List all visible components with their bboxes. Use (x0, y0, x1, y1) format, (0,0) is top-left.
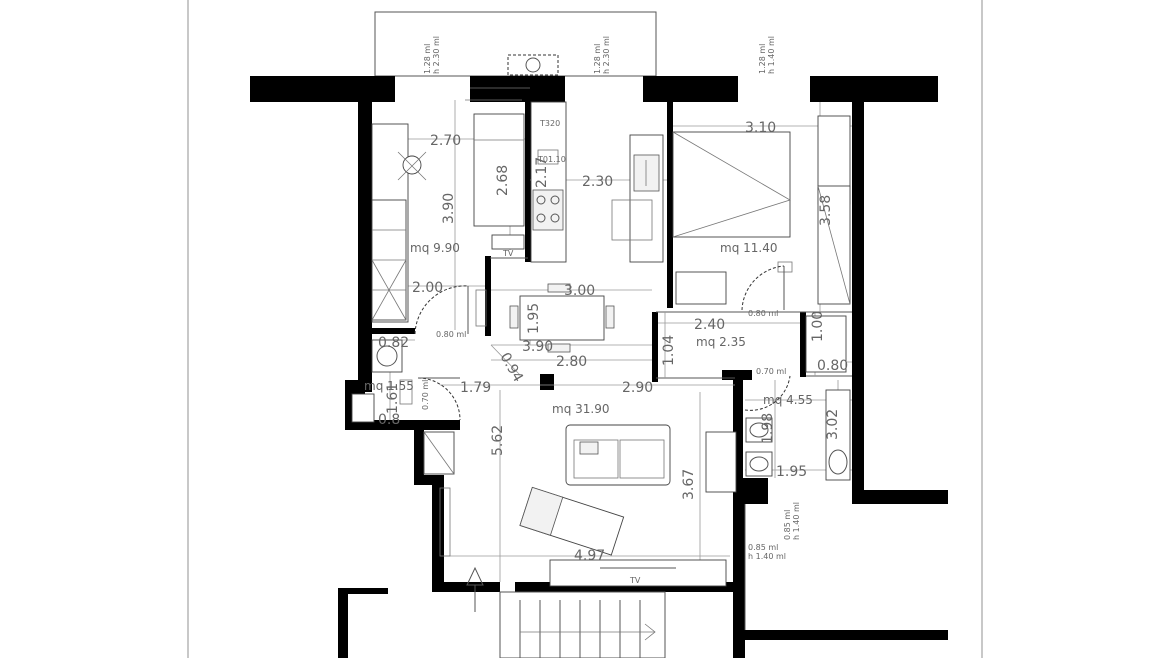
bedroom-area: mq 11.40 (720, 241, 777, 255)
living-height-right: 3.67 (681, 469, 697, 500)
closet-area: mq 2.35 (696, 335, 746, 349)
tv-label-1: TV (502, 249, 514, 258)
bath-height-2: 3.02 (825, 409, 841, 440)
window-2-height: h 2.30 ml (602, 36, 611, 74)
table-width: 3.00 (564, 283, 595, 299)
closet-door-opening: 0.70 ml (756, 367, 786, 376)
kitchen-width: 2.30 (582, 174, 613, 190)
window-1-height: h 2.30 ml (432, 36, 441, 74)
study-width: 2.70 (430, 133, 461, 149)
bath-area: mq 4.55 (763, 393, 813, 407)
small-bath-width: 0.82 (378, 335, 409, 351)
living-width-left: 1.79 (460, 380, 491, 396)
window-3-width: 1.28 ml (758, 44, 767, 74)
small-bath-dim: 0.8 (378, 412, 400, 428)
living-dim-390: 3.90 (522, 339, 553, 355)
window-4-height: h 1.40 ml (792, 502, 801, 540)
tv-label-2: TV (629, 576, 641, 585)
bedroom-door-opening: 0.80 ml (748, 309, 778, 318)
doors (414, 265, 791, 475)
window-5-width: 0.85 ml (748, 543, 778, 552)
living-area: mq 31.90 (552, 402, 609, 416)
bath-fixtures (351, 315, 851, 493)
lamp-icon (525, 57, 541, 73)
bed (672, 131, 791, 238)
closet-width-2: 0.80 (817, 358, 848, 374)
kitchen-height: 2.17 (534, 157, 550, 188)
living-furniture (439, 424, 727, 587)
window-2-width: 1.28 ml (593, 44, 602, 74)
kitchen-label-b: T01.10 (537, 155, 566, 164)
bedroom-furniture (672, 115, 851, 305)
bath-width: 1.95 (776, 464, 807, 480)
kitchen-label-a: T320 (539, 119, 560, 128)
study-height: 3.90 (441, 193, 457, 224)
living-width: 2.90 (622, 380, 653, 396)
small-bath-height: 1.61 (385, 383, 401, 414)
sink-icon (633, 154, 660, 192)
living-dim-280: 2.80 (556, 354, 587, 370)
labels: 2.70 3.90 2.68 mq 9.90 2.00 0.80 ml 2.30… (364, 36, 848, 585)
tv-cabinet (549, 559, 727, 587)
kitchen-furniture (470, 54, 664, 263)
small-bath-door-opening: 0.70 ml (421, 380, 430, 410)
table-height: 1.95 (526, 303, 542, 334)
bath-height: 1.98 (760, 413, 776, 444)
study-furniture (371, 113, 525, 323)
study-door-opening: 0.80 ml (436, 330, 466, 339)
walls (250, 76, 948, 658)
living-bottom-width: 4.97 (574, 548, 605, 564)
dining-table (475, 283, 615, 353)
staircase (499, 591, 666, 658)
balcony (374, 11, 657, 77)
stove-icon (532, 189, 564, 231)
office-chair-icon (402, 155, 422, 175)
window-4-width: 0.85 ml (783, 510, 792, 540)
window-5-height: h 1.40 ml (748, 552, 786, 561)
living-dim-094: 0.94 (497, 350, 526, 385)
study-inner-height: 2.68 (495, 165, 511, 196)
partitions (465, 99, 852, 630)
window-1-width: 1.28 ml (423, 44, 432, 74)
study-area: mq 9.90 (410, 241, 460, 255)
living-dim-104: 1.04 (661, 335, 677, 366)
window-3-height: h 1.40 ml (767, 36, 776, 74)
closet-width: 2.40 (694, 317, 725, 333)
bedroom-height: 3.58 (818, 195, 834, 226)
study-door-width: 2.00 (412, 280, 443, 296)
closet-height: 1.00 (810, 311, 826, 342)
small-bath-area: mq 1.55 (364, 379, 414, 393)
shower-icon (376, 345, 398, 367)
living-height: 5.62 (490, 425, 506, 456)
bathtub (825, 389, 851, 481)
bedroom-width: 3.10 (745, 120, 776, 136)
